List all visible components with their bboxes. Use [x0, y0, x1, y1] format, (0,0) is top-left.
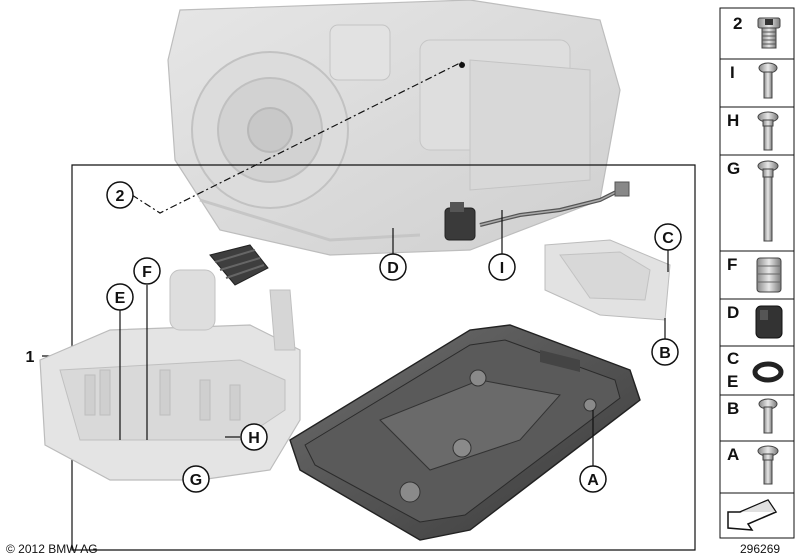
legend-label-C: C — [727, 349, 739, 368]
long-bolt-icon — [757, 160, 779, 242]
item-1-label: 1 — [26, 349, 35, 366]
svg-text:I: I — [500, 260, 504, 277]
ribbed-sleeve-part — [209, 244, 269, 286]
svg-text:E: E — [115, 290, 126, 307]
legend-label-G: G — [727, 159, 740, 178]
legend-label-D: D — [727, 303, 739, 322]
bolt-b-icon — [758, 398, 778, 434]
connector-adapter-icon — [755, 305, 783, 339]
svg-text:2: 2 — [116, 188, 125, 205]
oil-pan — [289, 324, 641, 541]
svg-text:A: A — [587, 472, 599, 489]
callout-leaders — [119, 210, 669, 466]
legend-label-A: A — [727, 445, 739, 464]
callout-A: A — [579, 465, 607, 493]
callout-C: C — [654, 223, 682, 251]
callout-E: E — [106, 283, 134, 311]
callout-2: 2 — [106, 181, 134, 209]
valve-body — [39, 269, 301, 481]
flange-bolt-icon — [757, 111, 779, 151]
legend-label-E: E — [727, 372, 738, 391]
legend-label-F: F — [727, 255, 737, 274]
legend-label-I: I — [730, 63, 735, 82]
guide-component — [544, 239, 671, 321]
callout-2-leader — [131, 61, 463, 214]
svg-text:D: D — [387, 260, 399, 277]
transmission-housing — [167, 0, 621, 256]
callout-D: D — [379, 253, 407, 281]
svg-text:H: H — [248, 430, 260, 447]
callout-H: H — [240, 423, 268, 451]
legend-label-2: 2 — [733, 14, 742, 33]
callout-G: G — [182, 465, 210, 493]
legend-label-H: H — [727, 111, 739, 130]
image-number: 296269 — [740, 542, 781, 556]
svg-text:B: B — [659, 345, 671, 362]
o-ring-icon — [752, 361, 784, 383]
callout-F: F — [133, 257, 161, 285]
callout-I: I — [488, 253, 516, 281]
svg-text:F: F — [142, 264, 152, 281]
parts-legend: 2 I H G F D C E B A — [719, 7, 795, 539]
legend-label-B: B — [727, 399, 739, 418]
svg-text:C: C — [662, 230, 674, 247]
wiring-harness — [444, 181, 630, 241]
bolt-a-icon — [757, 445, 779, 485]
view-arrow-icon — [727, 499, 778, 531]
sleeve-icon — [756, 257, 782, 293]
copyright-notice: © 2012 BMW AG — [6, 542, 98, 556]
svg-text:G: G — [190, 472, 202, 489]
plug-location-dot — [459, 62, 465, 68]
short-bolt-icon — [758, 62, 778, 99]
drain-plug-icon — [757, 17, 781, 49]
callout-B: B — [651, 338, 679, 366]
